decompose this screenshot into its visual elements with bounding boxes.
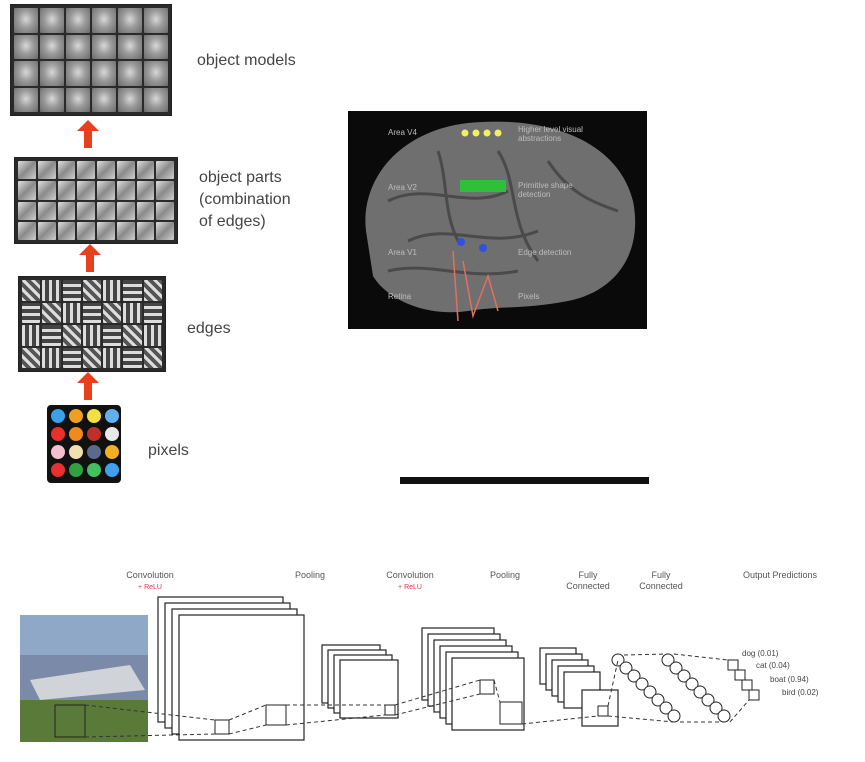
- edges-label: edges: [187, 320, 231, 337]
- object-parts-label-2: (combination: [199, 191, 291, 208]
- cnn-diagram: [20, 596, 760, 742]
- conv2-label: Convolution+ ReLU: [386, 570, 434, 591]
- prediction-dog: dog (0.01): [742, 649, 779, 658]
- up-arrow-icon: [77, 372, 99, 400]
- object-models-image: [10, 4, 172, 116]
- pool2-label: Pooling: [489, 570, 521, 580]
- brain-illustration: [365, 121, 636, 322]
- object-parts-image: [14, 157, 178, 244]
- pixels-image: [47, 405, 121, 483]
- prediction-cat: cat (0.04): [756, 661, 790, 670]
- area-v2-label: Area V2: [388, 183, 417, 192]
- object-parts-label-3: of edges): [199, 213, 266, 230]
- area-v1-label: Area V1: [388, 248, 417, 257]
- pool1-label: Pooling: [294, 570, 326, 580]
- edges-image: [18, 276, 166, 372]
- divider-bar: [400, 477, 649, 484]
- pixels-label: pixels: [148, 442, 189, 459]
- up-arrow-icon: [77, 120, 99, 148]
- prediction-bird: bird (0.02): [782, 688, 819, 697]
- conv1-label: Convolution+ ReLU: [126, 570, 174, 591]
- prediction-boat: boat (0.94): [770, 675, 809, 684]
- retina-label: Retina: [388, 292, 412, 301]
- area-v4-label: Area V4: [388, 128, 417, 137]
- object-parts-label-1: object parts: [199, 169, 282, 186]
- area-v1-description: Edge detection: [518, 248, 572, 257]
- object-models-label: object models: [197, 52, 296, 69]
- up-arrow-icon: [79, 244, 101, 272]
- retina-description: Pixels: [518, 292, 540, 301]
- output-label: Output Predictions: [742, 570, 818, 580]
